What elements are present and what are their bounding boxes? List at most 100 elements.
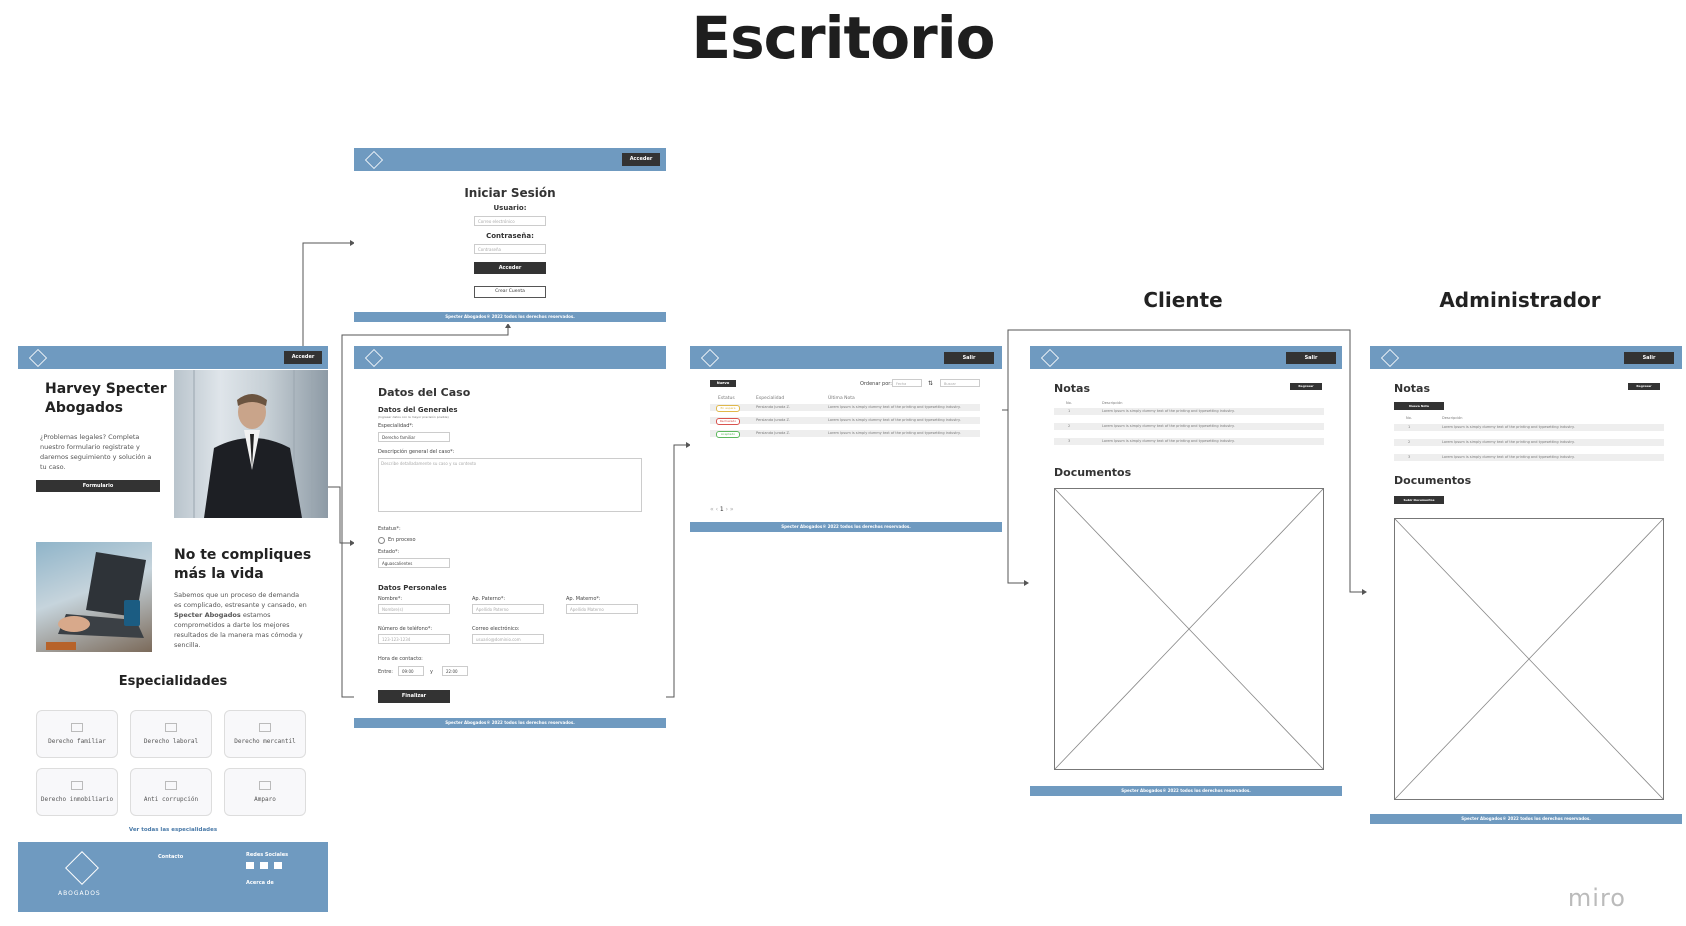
personal-section: Datos Personales <box>378 584 447 592</box>
hero-title-line-1: Harvey Specter <box>45 381 167 397</box>
logo-icon <box>1380 348 1400 368</box>
specialty-label: Derecho familiar <box>48 738 106 745</box>
logo-icon <box>364 348 384 368</box>
promo-text-brand: Specter Abogados <box>174 611 241 619</box>
footer-about: Acerca de <box>246 880 274 886</box>
upload-documents-button[interactable]: Subir Documentos <box>1394 496 1444 504</box>
password-input[interactable]: Contraseña <box>474 244 546 254</box>
specialty-cell: Persianda Jurada Z. <box>756 405 791 409</box>
specialty-card[interactable]: Derecho mercantil <box>224 710 306 758</box>
note-cell: Lorem Ipsum is simply dummy text of the … <box>828 418 961 422</box>
client-footer: Specter Abogados® 2022 todos los derecho… <box>1030 786 1342 796</box>
admin-back-button[interactable]: Regresar <box>1628 383 1660 390</box>
connector-home-login <box>302 242 350 357</box>
linkedin-icon[interactable] <box>274 862 282 869</box>
twitter-icon[interactable] <box>260 862 268 869</box>
finish-button[interactable]: Finalizar <box>378 690 450 703</box>
admin-navbar <box>1370 346 1682 369</box>
footer-social: Redes Sociales <box>246 852 289 858</box>
status-radio[interactable] <box>378 537 385 544</box>
facebook-icon[interactable] <box>246 862 254 869</box>
from-select[interactable]: 09:00 <box>398 666 424 676</box>
form-navbar <box>354 346 666 369</box>
specialty-select[interactable]: Derecho familiar <box>378 432 450 442</box>
form-footer: Specter Abogados® 2022 todos los derecho… <box>354 718 666 728</box>
name-input[interactable]: Nombre(s) <box>378 604 450 614</box>
phone-input[interactable]: 123-123-1234 <box>378 634 450 644</box>
miro-watermark: miro <box>1567 884 1626 912</box>
hero-title: Harvey Specter Abogados <box>45 380 167 418</box>
form-title: Datos del Caso <box>378 386 471 399</box>
sort-icon[interactable]: ⇅ <box>928 380 934 387</box>
note-text: Lorem Ipsum is simply dummy text of the … <box>1442 440 1575 444</box>
note-number: 1 <box>1068 409 1071 413</box>
ap-materno-input[interactable]: Apellido Materno <box>566 604 638 614</box>
section-title-admin: Administrador <box>1439 288 1601 312</box>
col-header-status: Estatus <box>718 396 735 401</box>
between-label: Entre: <box>378 669 393 675</box>
admin-notes-title: Notas <box>1394 382 1430 395</box>
user-label: Usuario: <box>493 204 527 212</box>
create-account-button[interactable]: Crear Cuenta <box>474 286 546 298</box>
promo-text: Sabemos que un proceso de demanda es com… <box>174 590 308 650</box>
login-navbar <box>354 148 666 171</box>
description-textarea[interactable]: Describe detalladamente su caso y su con… <box>378 458 642 512</box>
status-option: En proceso <box>388 537 416 543</box>
ap-paterno-label: Ap. Paterno*: <box>472 596 506 602</box>
home-access-button[interactable]: Acceder <box>284 351 322 364</box>
specialty-label: Especialidad*: <box>378 423 414 429</box>
footer-contact: Contacto <box>158 854 184 860</box>
note-number: 2 <box>1068 424 1071 428</box>
search-input[interactable]: Buscar <box>940 379 980 387</box>
user-input[interactable]: Correo electrónico <box>474 216 546 226</box>
specialty-card[interactable]: Derecho inmobiliario <box>36 768 118 816</box>
client-exit-button[interactable]: Salir <box>1286 352 1336 364</box>
logo-icon <box>28 348 48 368</box>
admin-exit-button[interactable]: Salir <box>1624 352 1674 364</box>
login-access-button[interactable]: Acceder <box>622 153 660 166</box>
specialty-card[interactable]: Anti corrupción <box>130 768 212 816</box>
image-icon <box>259 781 271 790</box>
form-button[interactable]: Formulario <box>36 480 160 492</box>
status-badge: Rechazado <box>716 418 740 425</box>
promo-text-c: estamos comprometidos a darte los mejore… <box>174 611 303 649</box>
order-select[interactable]: Fecha <box>892 379 922 387</box>
see-all-link[interactable]: Ver todas las especialidades <box>128 827 218 833</box>
note-text: Lorem Ipsum is simply dummy text of the … <box>1102 424 1235 428</box>
client-back-button[interactable]: Regresar <box>1290 383 1322 390</box>
new-case-button[interactable]: Nuevo <box>710 380 736 387</box>
new-note-button[interactable]: Nueva Nota <box>1394 402 1444 410</box>
login-submit-button[interactable]: Acceder <box>474 262 546 274</box>
ap-materno-label: Ap. Materno*: <box>566 596 601 602</box>
specialty-card[interactable]: Derecho familiar <box>36 710 118 758</box>
phone-label: Número de teléfono*: <box>378 626 433 632</box>
image-icon <box>259 723 271 732</box>
email-input[interactable]: usuario@dominio.com <box>472 634 544 644</box>
promo-title: No te compliques más la vida <box>174 546 311 584</box>
case-list-frame: Salir Nuevo Ordenar por: Fecha ⇅ Buscar … <box>690 346 1002 532</box>
ap-paterno-input[interactable]: Apellido Paterno <box>472 604 544 614</box>
login-footer: Specter Abogados® 2022 todos los derecho… <box>354 312 666 322</box>
state-select[interactable]: Aguascalientes <box>378 558 450 568</box>
specialty-card[interactable]: Amparo <box>224 768 306 816</box>
description-label: Descripción general del caso*: <box>378 449 455 455</box>
pagination[interactable]: « ‹ 1 › » <box>710 506 734 513</box>
admin-col-desc: Descripción <box>1442 416 1463 420</box>
note-text: Lorem Ipsum is simply dummy text of the … <box>1442 425 1575 429</box>
page-number[interactable]: 1 <box>719 506 724 513</box>
order-by-label: Ordenar por: <box>860 381 892 387</box>
specialty-card[interactable]: Derecho laboral <box>130 710 212 758</box>
note-number: 3 <box>1068 439 1071 443</box>
admin-documents-placeholder <box>1394 518 1664 800</box>
note-text: Lorem Ipsum is simply dummy text of the … <box>1102 409 1235 413</box>
image-icon <box>165 781 177 790</box>
to-select[interactable]: 22:00 <box>442 666 468 676</box>
specialty-label: Anti corrupción <box>143 796 199 803</box>
list-exit-button[interactable]: Salir <box>944 352 994 364</box>
